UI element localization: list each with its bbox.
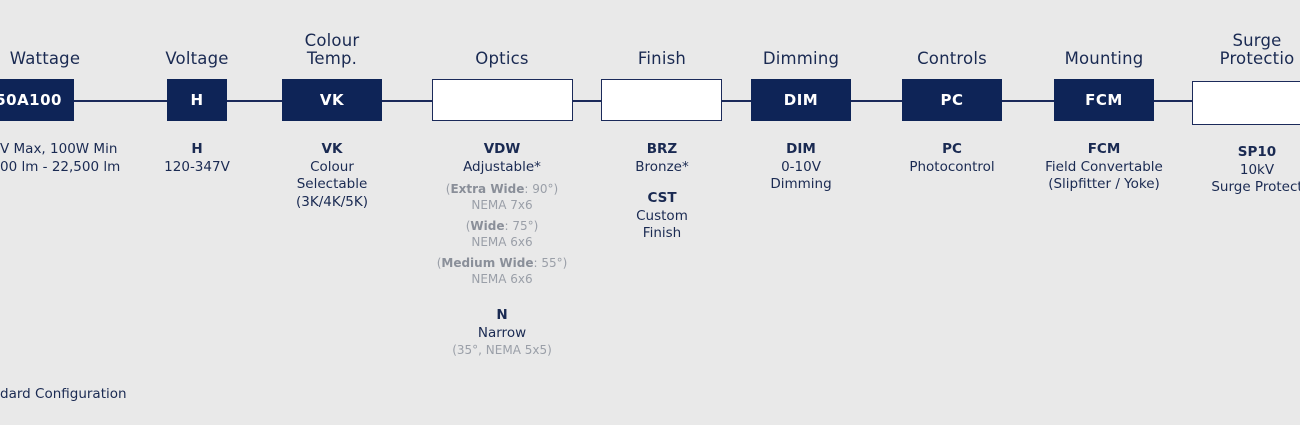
column-header: Controls <box>917 49 987 68</box>
option-text: Colour <box>310 158 354 175</box>
option-box-label: 4-LED150A100 <box>0 91 62 109</box>
option-text: Finish <box>642 225 682 241</box>
option-code: BRZ <box>646 141 678 157</box>
option-text: Field Convertable <box>1045 158 1163 175</box>
options-colour-temp: VK Colour Selectable (3K/4K/5K) <box>272 141 392 211</box>
option-text: 00 lm - 22,500 lm <box>0 158 121 175</box>
option-text: Selectable <box>296 176 368 192</box>
option-text: Narrow <box>477 324 527 341</box>
option-text: (3K/4K/5K) <box>296 193 368 210</box>
option-box-label: FCM <box>1085 91 1123 109</box>
option-box-controls[interactable]: PC <box>902 79 1002 121</box>
sub-option-wide: (Wide: 75°) <box>465 219 539 233</box>
standard-configuration-note: dard Configuration <box>0 386 127 402</box>
options-optics: VDW Adjustable* (Extra Wide: 90°) NEMA 7… <box>422 141 582 358</box>
option-box-dimming[interactable]: DIM <box>751 79 851 121</box>
option-text: (Slipfitter / Yoke) <box>1048 176 1160 192</box>
option-code: CST <box>647 190 677 206</box>
option-box-label: H <box>190 91 204 109</box>
sub-option-extra-wide: (Extra Wide: 90°) <box>445 182 559 196</box>
option-code: PC <box>942 141 962 157</box>
option-code: N <box>496 307 508 323</box>
options-dimming: DIM 0-10V Dimming <box>751 141 851 194</box>
column-header: Optics <box>475 49 529 68</box>
option-box-voltage[interactable]: H <box>167 79 227 121</box>
column-header: Voltage <box>165 49 229 68</box>
options-wattage: V Max, 100W Min 00 lm - 22,500 lm <box>0 141 150 176</box>
option-text: 0-10V <box>781 158 821 175</box>
option-code: VDW <box>483 141 521 157</box>
option-text: Custom <box>636 207 688 224</box>
option-text: 120-347V <box>164 158 230 175</box>
option-box-mounting[interactable]: FCM <box>1054 79 1154 121</box>
option-box-optics[interactable] <box>432 79 573 121</box>
option-box-label: PC <box>940 91 964 109</box>
sub-option-nema: NEMA 6x6 <box>471 272 533 286</box>
options-surge-protection: SP10 10kV Surge Protect <box>1192 144 1300 197</box>
option-box-label: DIM <box>783 91 819 109</box>
options-voltage: H 120-347V <box>147 141 247 176</box>
option-text: Dimming <box>770 176 832 192</box>
option-box-surge-protection[interactable] <box>1192 81 1300 125</box>
column-header: Surge Protectio <box>1219 31 1295 68</box>
option-text: Photocontrol <box>909 158 995 175</box>
option-note: (35°, NEMA 5x5) <box>452 343 552 357</box>
option-code: H <box>191 141 203 157</box>
options-finish: BRZ Bronze* CST Custom Finish <box>601 141 723 243</box>
column-header: Mounting <box>1064 49 1144 68</box>
options-controls: PC Photocontrol <box>892 141 1012 176</box>
sub-option-nema: NEMA 7x6 <box>471 198 533 212</box>
column-header: Finish <box>637 49 687 68</box>
option-box-colour-temp[interactable]: VK <box>282 79 382 121</box>
option-text: 10kV <box>1239 161 1275 178</box>
option-box-finish[interactable] <box>601 79 722 121</box>
option-code: FCM <box>1087 141 1121 157</box>
option-text: V Max, 100W Min <box>0 141 118 157</box>
option-box-label: VK <box>319 91 345 109</box>
sub-option-medium-wide: (Medium Wide: 55°) <box>436 256 568 270</box>
option-text: Surge Protect <box>1211 179 1300 195</box>
column-header: Wattage <box>9 49 81 68</box>
option-text: Adjustable* <box>463 158 541 175</box>
option-code: DIM <box>786 141 816 157</box>
option-code: SP10 <box>1237 144 1277 160</box>
option-box-wattage[interactable]: 4-LED150A100 <box>0 79 74 121</box>
option-code: VK <box>321 141 343 157</box>
column-header: Dimming <box>762 49 840 68</box>
option-text: Bronze* <box>635 158 689 175</box>
column-header: Colour Temp. <box>304 31 360 68</box>
options-mounting: FCM Field Convertable (Slipfitter / Yoke… <box>1034 141 1174 194</box>
sub-option-nema: NEMA 6x6 <box>471 235 533 249</box>
